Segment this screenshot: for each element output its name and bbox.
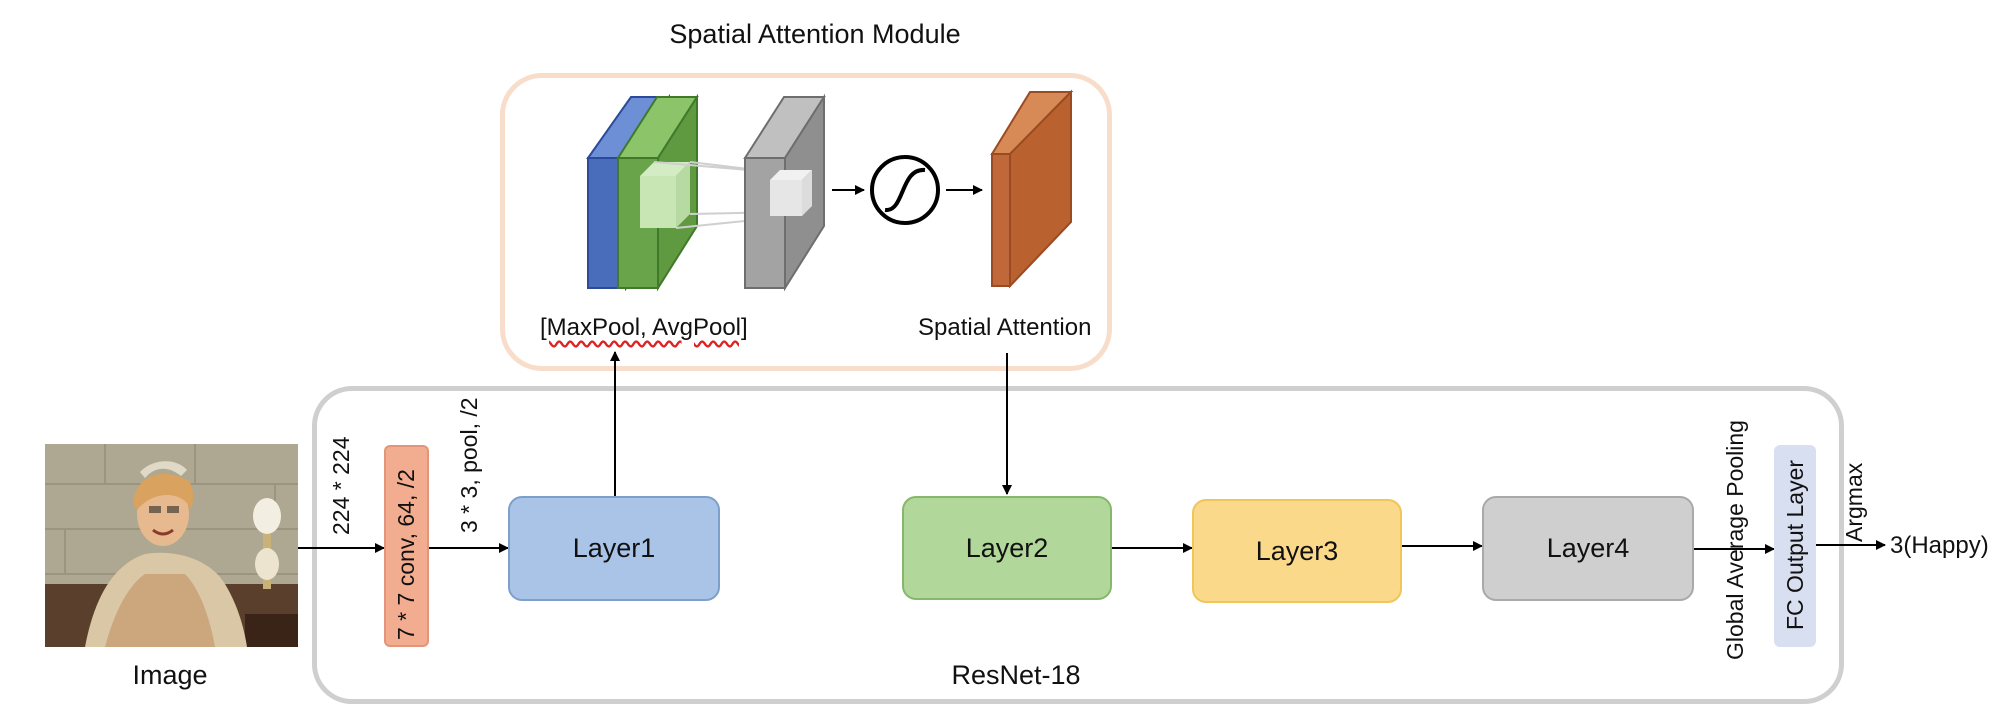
pool-label: [MaxPool, AvgPool] xyxy=(540,314,748,342)
fc-label: FC Output Layer xyxy=(1782,459,1808,630)
gray-feature-map xyxy=(743,93,826,292)
layer1-block: Layer1 xyxy=(508,496,720,601)
input-size-label: 224 * 224 xyxy=(328,436,354,535)
layer3-block: Layer3 xyxy=(1192,499,1402,603)
gap-label: Global Average Pooling xyxy=(1722,420,1748,660)
gray-kernel-cube xyxy=(770,170,812,216)
module-title: Spatial Attention Module xyxy=(669,19,961,49)
spatial-attention-module-frame xyxy=(500,73,1112,371)
pool-stem-label: 3 * 3, pool, /2 xyxy=(456,397,482,533)
image-label: Image xyxy=(132,660,208,690)
argmax-label: Argmax xyxy=(1841,462,1867,542)
input-image xyxy=(45,444,298,647)
pool-label-text: [MaxPool, AvgPool] xyxy=(540,314,748,341)
layer2-block: Layer2 xyxy=(902,496,1112,600)
green-feature-map xyxy=(616,93,699,292)
resnet-label: ResNet-18 xyxy=(951,660,1081,690)
spatial-attention-label: Spatial Attention xyxy=(918,314,1092,341)
output-label: 3(Happy) xyxy=(1890,532,1989,559)
sigmoid-icon xyxy=(870,155,940,225)
green-kernel-cube xyxy=(640,162,690,228)
layer4-block: Layer4 xyxy=(1482,496,1694,601)
conv-label: 7 * 7 conv, 64, /2 xyxy=(393,469,419,640)
input-image-drawing xyxy=(45,444,298,647)
conv-block xyxy=(384,445,429,647)
fc-block xyxy=(1774,445,1816,647)
orange-attention-map xyxy=(990,89,1074,289)
